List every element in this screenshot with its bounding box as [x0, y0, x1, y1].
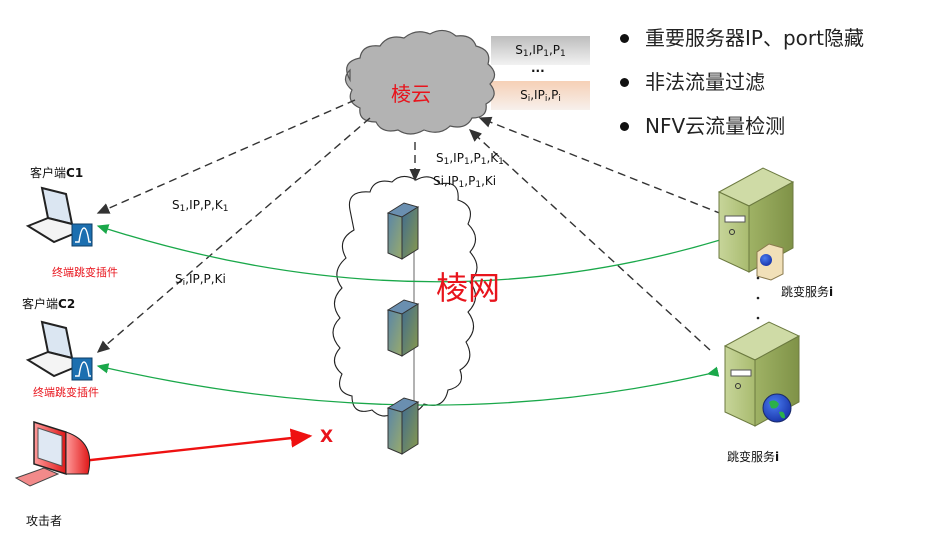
dashed-server1-to-cloud — [478, 116, 723, 215]
dashed-cloud-to-c2 — [96, 117, 371, 353]
edge-label-c1: S1,IP,P,K1 — [172, 198, 229, 214]
laptop-c2-icon — [25, 320, 93, 381]
client-c2-plugin-label: 终端跳变插件 — [33, 386, 99, 399]
hop-folder-icon — [756, 243, 784, 281]
feature-text: 非法流量过滤 — [645, 70, 765, 94]
ellipsis-dots — [756, 276, 760, 320]
feature-text: NFV云流量检测 — [645, 114, 786, 138]
attack-line — [81, 428, 313, 463]
attacker-label: 攻击者 — [26, 514, 63, 528]
client-c1-label: 客户端C1 — [30, 166, 84, 180]
hop-server-2 — [723, 321, 801, 427]
attacker-pc-icon — [14, 420, 91, 487]
net-server-1 — [386, 202, 420, 260]
edge-label-net2: Si,IP1,P1,Ki — [433, 174, 497, 190]
bullet-icon — [620, 33, 629, 43]
cloud-net-label: 棱网 — [436, 269, 501, 307]
feature-list: 重要服务器IP、port隐藏 非法流量过滤 NFV云流量检测 — [620, 16, 864, 148]
net-server-2 — [386, 299, 420, 357]
bullet-icon — [620, 77, 629, 87]
feature-item: 非法流量过滤 — [620, 60, 864, 104]
hop-server-1 — [717, 167, 795, 281]
feature-item: NFV云流量检测 — [620, 104, 864, 148]
green-link-c1-server1 — [96, 224, 732, 283]
client-c1-plugin-label: 终端跳变插件 — [52, 266, 118, 279]
net-server-3 — [386, 397, 420, 455]
globe-icon — [762, 393, 792, 423]
dashed-server2-to-cloud — [468, 129, 711, 351]
edge-label-c2: Si,IP,P,Ki — [175, 272, 226, 288]
laptop-c1-icon — [25, 186, 93, 247]
table-row-i-box — [491, 81, 590, 110]
bullet-icon — [620, 121, 629, 131]
feature-text: 重要服务器IP、port隐藏 — [645, 26, 864, 50]
table-ellipsis: ... — [531, 61, 545, 75]
table-row-i-text: Si,IPi,Pi — [520, 88, 561, 104]
plugin-icon — [71, 223, 93, 247]
client-c2-label: 客户端C2 — [22, 297, 76, 311]
feature-item: 重要服务器IP、port隐藏 — [620, 16, 864, 60]
table-row-1-text: S1,IP1,P1 — [515, 43, 566, 59]
block-x-mark: X — [320, 427, 334, 447]
server-1-label: 跳变服务i — [781, 285, 834, 299]
plugin-icon — [71, 357, 93, 381]
cloud-top-label: 棱云 — [391, 82, 431, 106]
dashed-cloud-to-c1 — [96, 99, 356, 214]
table-row-1-box — [491, 36, 590, 65]
edge-label-net1: S1,IP1,P1,K1 — [436, 151, 504, 167]
server-2-label: 跳变服务i — [727, 450, 780, 464]
cloud-top-shape — [344, 29, 496, 135]
